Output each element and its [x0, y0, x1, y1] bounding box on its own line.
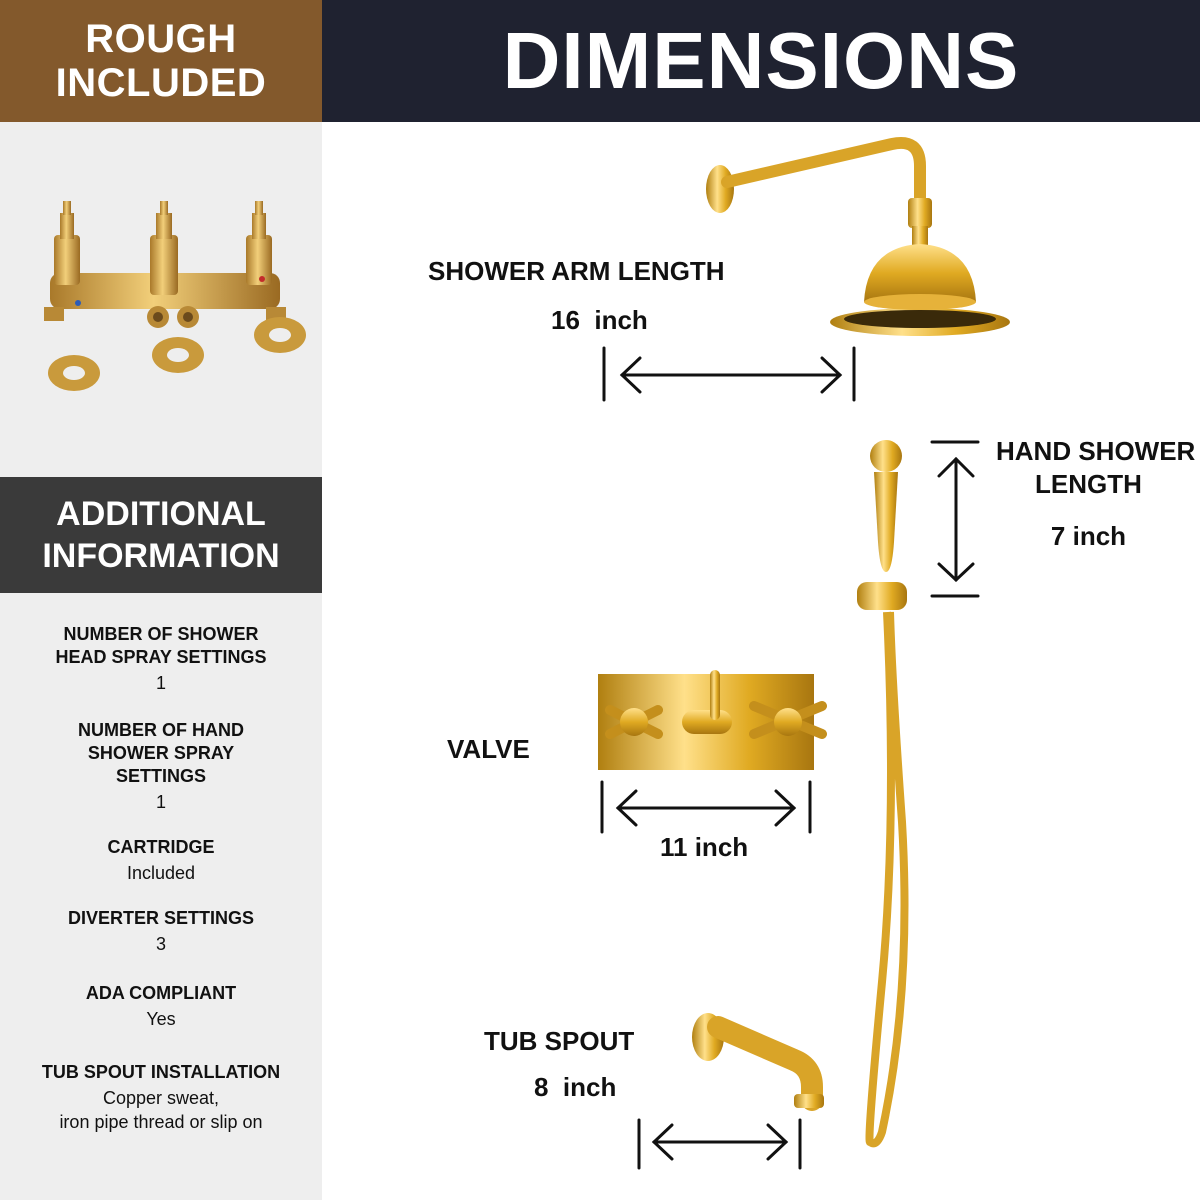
rough-in-valve-image: [44, 201, 306, 391]
dimension-arrows: [600, 346, 980, 1170]
spec-value: 3: [155, 934, 166, 954]
additional-information-banner: ADDITIONAL INFORMATION: [0, 477, 322, 593]
spec-hand-shower-spray-settings: NUMBER OF HAND SHOWER SPRAY SETTINGS 1: [0, 719, 322, 814]
spec-label: SHOWER SPRAY: [87, 743, 235, 763]
rough-banner-line1: ROUGH: [85, 17, 237, 61]
spec-shower-head-spray-settings: NUMBER OF SHOWER HEAD SPRAY SETTINGS 1: [0, 623, 322, 695]
spec-label: SETTINGS: [115, 766, 206, 786]
additional-banner-line2: INFORMATION: [42, 537, 280, 575]
spec-diverter-settings: DIVERTER SETTINGS 3: [0, 907, 322, 956]
tub-spout: [692, 1013, 824, 1111]
spec-value: 1: [155, 792, 166, 812]
valve-trim: [598, 670, 827, 770]
spec-value: 1: [155, 673, 166, 693]
spec-label: DIVERTER SETTINGS: [67, 908, 255, 928]
rough-banner-line2: INCLUDED: [55, 61, 267, 105]
spec-value: Copper sweat,: [102, 1088, 220, 1108]
spec-tub-spout-installation: TUB SPOUT INSTALLATION Copper sweat, iro…: [0, 1061, 322, 1134]
additional-banner-line1: ADDITIONAL: [56, 495, 266, 533]
rain-shower-head: [706, 137, 1010, 336]
hand-shower-length-value: 7 inch: [1050, 521, 1127, 551]
spec-value: iron pipe thread or slip on: [59, 1112, 263, 1132]
tub-spout-label: TUB SPOUT: [484, 1026, 635, 1056]
spec-label: NUMBER OF SHOWER: [63, 624, 259, 644]
page-title: DIMENSIONS: [502, 16, 1020, 105]
hand-shower-length-label-line2: LENGTH: [1035, 469, 1142, 499]
valve-width-value: 11 inch: [660, 832, 749, 862]
shower-arm-length-value: 16 inch: [551, 305, 648, 335]
rough-included-banner: ROUGH INCLUDED: [0, 0, 322, 122]
valve-label: VALVE: [447, 734, 530, 764]
spec-label: HEAD SPRAY SETTINGS: [55, 647, 267, 667]
spec-label: CARTRIDGE: [107, 837, 215, 857]
tub-spout-length-value: 8 inch: [534, 1072, 617, 1102]
spec-cartridge: CARTRIDGE Included: [0, 836, 322, 885]
spec-label: NUMBER OF HAND: [78, 720, 244, 740]
shower-arm-length-label: SHOWER ARM LENGTH: [428, 256, 725, 286]
spec-label: ADA COMPLIANT: [85, 983, 237, 1003]
shower-system-diagram: [598, 137, 1010, 1170]
spec-value: Yes: [146, 1009, 176, 1029]
hand-shower: [857, 440, 909, 1148]
spec-label: TUB SPOUT INSTALLATION: [41, 1062, 281, 1082]
hand-shower-length-label-line1: HAND SHOWER: [996, 436, 1196, 466]
dimensions-banner: DIMENSIONS: [322, 0, 1200, 122]
spec-ada-compliant: ADA COMPLIANT Yes: [0, 982, 322, 1031]
spec-value: Included: [126, 863, 196, 883]
